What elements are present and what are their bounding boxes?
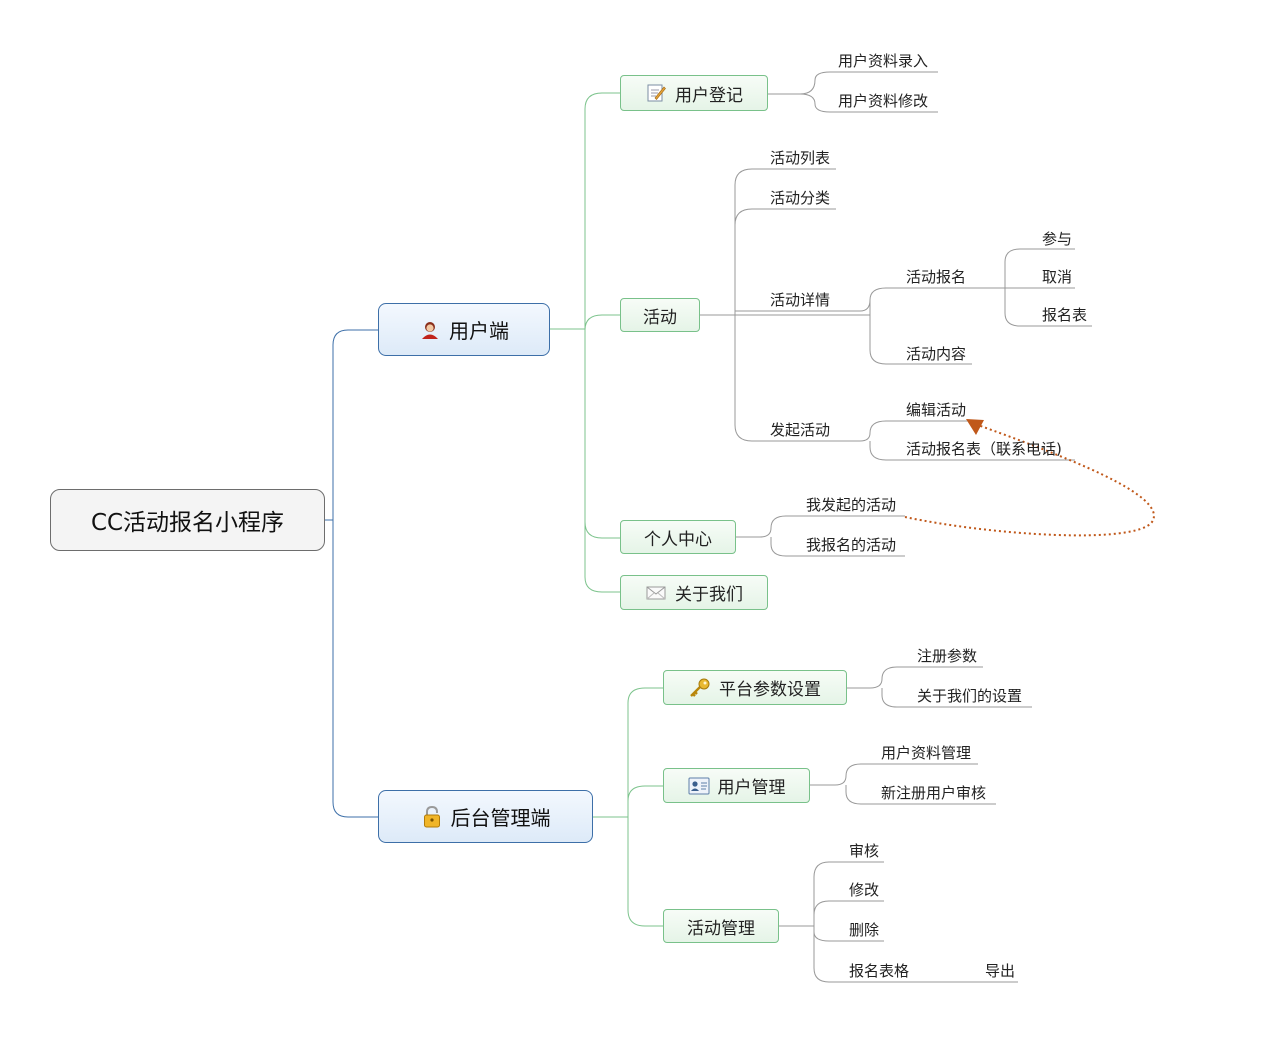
connector-users-leaves: [810, 763, 978, 786]
connector-user-about: [584, 522, 620, 593]
register-topic[interactable]: 用户登记: [620, 75, 768, 111]
user-side-topic[interactable]: 用户端: [378, 303, 550, 356]
leaf-signup-cancel[interactable]: 取消: [1042, 268, 1073, 286]
leaf-activity-category[interactable]: 活动分类: [770, 189, 831, 207]
connector-personal-leaves: [736, 515, 905, 538]
connector-activities-leaves: [779, 861, 884, 927]
leaf-export[interactable]: 导出: [985, 962, 1016, 980]
leaf-my-signups[interactable]: 我报名的活动: [806, 536, 897, 554]
memo-icon: [645, 82, 667, 104]
connector-admin-users: [627, 785, 663, 817]
leaf-activity-delete[interactable]: 删除: [849, 921, 880, 939]
relationship-arrowhead: [966, 419, 984, 435]
person-icon: [419, 319, 441, 341]
leaf-launch-edit[interactable]: 编辑活动: [906, 401, 967, 419]
leaf-register-input[interactable]: 用户资料录入: [838, 52, 929, 70]
activity-management-topic[interactable]: 活动管理: [663, 909, 779, 943]
leaf-register-edit[interactable]: 用户资料修改: [838, 92, 929, 110]
activity-label: 活动: [643, 307, 677, 328]
connector-signup-leaves: [1004, 248, 1075, 288]
user-side-label: 用户端: [449, 319, 509, 343]
platform-settings-label: 平台参数设置: [719, 680, 821, 700]
leaf-activity-content[interactable]: 活动内容: [906, 345, 967, 363]
connector-admin-platform: [593, 687, 663, 818]
activity-topic[interactable]: 活动: [620, 298, 700, 332]
leaf-activity-launch[interactable]: 发起活动: [770, 421, 831, 439]
user-management-topic[interactable]: 用户管理: [663, 768, 810, 803]
connector-root-admin: [325, 519, 378, 818]
leaf-activity-edit[interactable]: 修改: [849, 881, 880, 899]
leaf-activity-detail[interactable]: 活动详情: [770, 291, 831, 309]
connector-detail-leaves: [838, 287, 1005, 312]
leaf-launch-form[interactable]: 活动报名表（联系电话): [906, 440, 1062, 458]
personal-center-label: 个人中心: [644, 529, 712, 550]
lock-icon: [421, 805, 443, 828]
root-topic[interactable]: CC活动报名小程序: [50, 489, 325, 551]
leaf-my-launched[interactable]: 我发起的活动: [806, 496, 897, 514]
platform-settings-topic[interactable]: 平台参数设置: [663, 670, 847, 705]
leaf-signup-form[interactable]: 报名表: [1042, 306, 1088, 324]
key-icon: [689, 677, 711, 699]
connector-platform-leaves: [847, 666, 983, 689]
envelope-icon: [645, 582, 667, 604]
about-label: 关于我们: [675, 585, 743, 605]
user-management-label: 用户管理: [717, 778, 786, 798]
id-card-icon: [688, 775, 710, 797]
leaf-about-settings[interactable]: 关于我们的设置: [917, 687, 1023, 705]
leaf-activity-list[interactable]: 活动列表: [770, 149, 831, 167]
register-label: 用户登记: [675, 85, 743, 106]
root-topic-label: CC活动报名小程序: [90, 510, 285, 536]
leaf-activity-review[interactable]: 审核: [849, 842, 880, 860]
connector-activity-leaves: [700, 168, 836, 316]
leaf-activity-signup[interactable]: 活动报名: [906, 268, 967, 286]
leaf-new-user-review[interactable]: 新注册用户审核: [881, 784, 987, 802]
personal-center-topic[interactable]: 个人中心: [620, 520, 736, 554]
admin-side-topic[interactable]: 后台管理端: [378, 790, 593, 843]
admin-side-label: 后台管理端: [450, 806, 551, 830]
connector-user-register: [550, 92, 620, 330]
activity-management-label: 活动管理: [687, 918, 755, 939]
leaf-signup-join[interactable]: 参与: [1042, 230, 1073, 248]
leaf-user-data-management[interactable]: 用户资料管理: [881, 744, 972, 762]
connector-user-personal: [584, 329, 620, 539]
connector-admin-activities: [627, 817, 663, 927]
connector-launch-leaves: [836, 420, 972, 442]
about-topic[interactable]: 关于我们: [620, 575, 768, 610]
leaf-signup-sheet[interactable]: 报名表格: [849, 962, 910, 980]
connector-root-user: [325, 329, 378, 521]
connector-register-leaves: [768, 71, 938, 95]
relationship-arrow: [904, 424, 1155, 537]
leaf-register-params[interactable]: 注册参数: [917, 647, 978, 665]
